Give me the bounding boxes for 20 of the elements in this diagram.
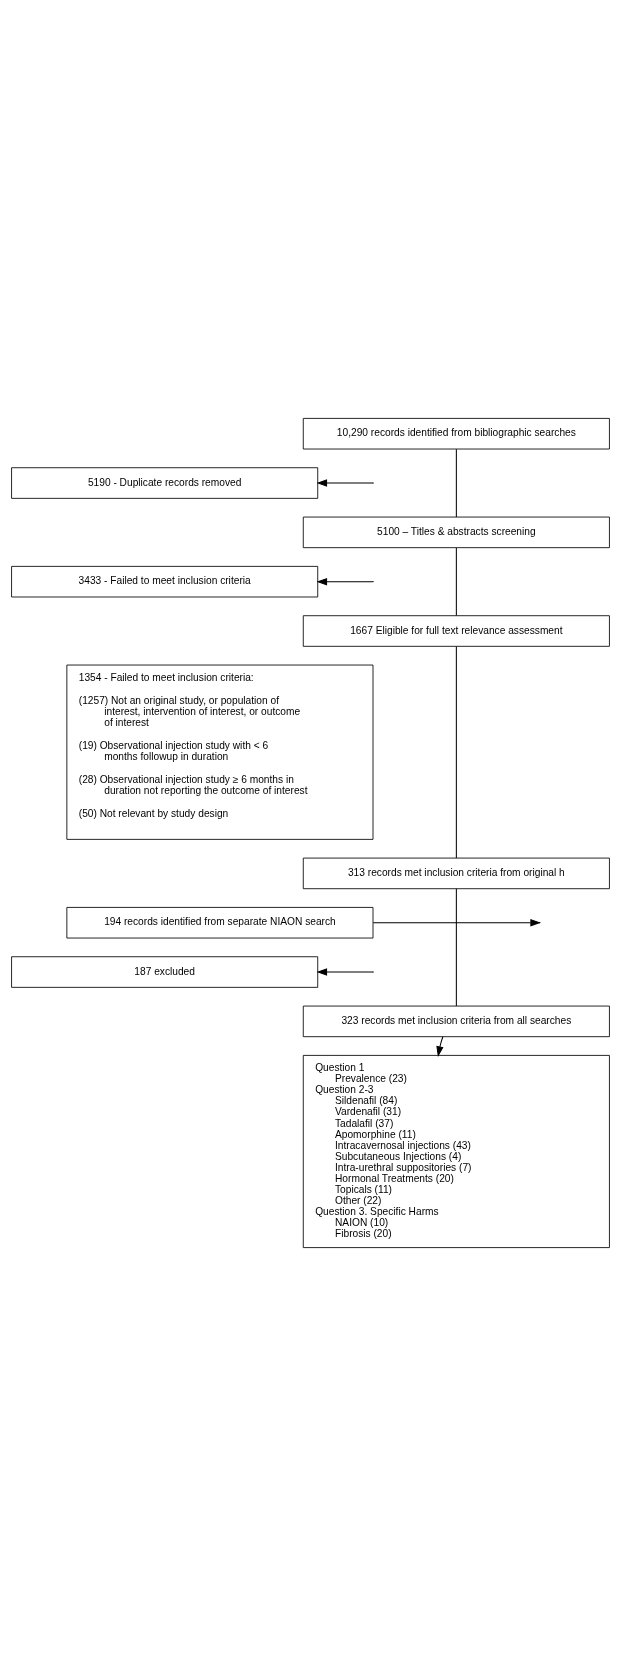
- node-box: 323 records met inclusion criteria from all searches: [302, 1005, 610, 1038]
- node-box: 3433 - Failed to meet inclusion criteria: [11, 565, 319, 598]
- arrow: [372, 919, 541, 927]
- node-box: Question 1 Prevalence (23) Question 2-3 Sildenafil (84) Vardenafil (31) Tadalafil (37) Apomorphine (11) Intracavernosal injections (43) Subcutaneous Injections (4) Intra-urethral suppositories (7) Hormonal Treatments (20) Topicals (11) Other (22) Question 3. Specific Harms NAION (10) Fibrosis (20): [302, 1054, 610, 1249]
- connector: [455, 646, 457, 859]
- node-box: 194 records identified from separate NIAON search: [66, 907, 374, 939]
- node-box: 187 excluded: [11, 956, 319, 988]
- arrow: [316, 578, 374, 586]
- arrow: [316, 968, 374, 976]
- node-box: 10,290 records identified from bibliographic searches: [302, 417, 610, 450]
- node-box: 5100 – Titles & abstracts screening: [302, 516, 610, 549]
- node-box: 313 records met inclusion criteria from original h: [302, 857, 610, 890]
- connector: [455, 448, 457, 518]
- arrow: [316, 479, 374, 487]
- connector: [455, 888, 457, 1007]
- arrow: [436, 1036, 444, 1057]
- connector: [455, 547, 457, 617]
- node-box: 1354 - Failed to meet inclusion criteria: (1257) Not an original study, or population of interest, intervention of interest, or outcome of interest (19) Observational injection study with < 6 months followup in duration (28) Observational injection study ≥ 6 months in duration not reporting the outcome of interest (50) Not relevant by study design: [66, 664, 374, 840]
- node-box: 1667 Eligible for full text relevance assessment: [302, 615, 610, 647]
- node-box: 5190 - Duplicate records removed: [11, 467, 319, 499]
